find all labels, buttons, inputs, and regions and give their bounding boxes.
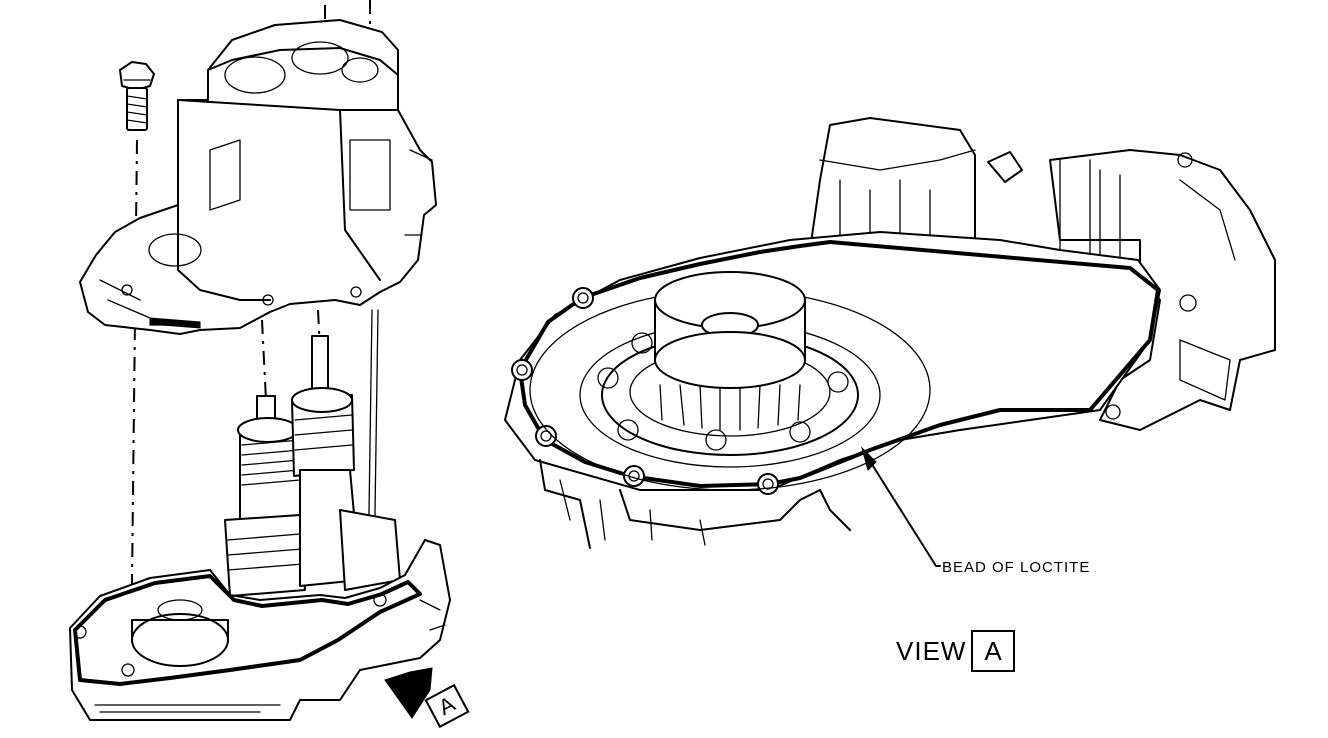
view-a-detail bbox=[504, 117, 1276, 567]
exploded-view bbox=[69, 0, 451, 721]
flange-bolt-holes bbox=[511, 287, 779, 495]
view-label: VIEW bbox=[896, 636, 967, 666]
bead-of-loctite-label: BEAD OF LOCTITE bbox=[942, 559, 1091, 576]
bearing-assembly bbox=[529, 271, 931, 491]
gear-shaft-assembly bbox=[224, 335, 401, 597]
lower-case-housing bbox=[69, 539, 451, 721]
upper-case-housing bbox=[79, 19, 437, 335]
view-arrow-icon bbox=[384, 667, 433, 719]
bead-callout-leader bbox=[861, 446, 941, 567]
view-letter-box: A bbox=[971, 630, 1015, 672]
bolt-icon bbox=[119, 61, 155, 131]
